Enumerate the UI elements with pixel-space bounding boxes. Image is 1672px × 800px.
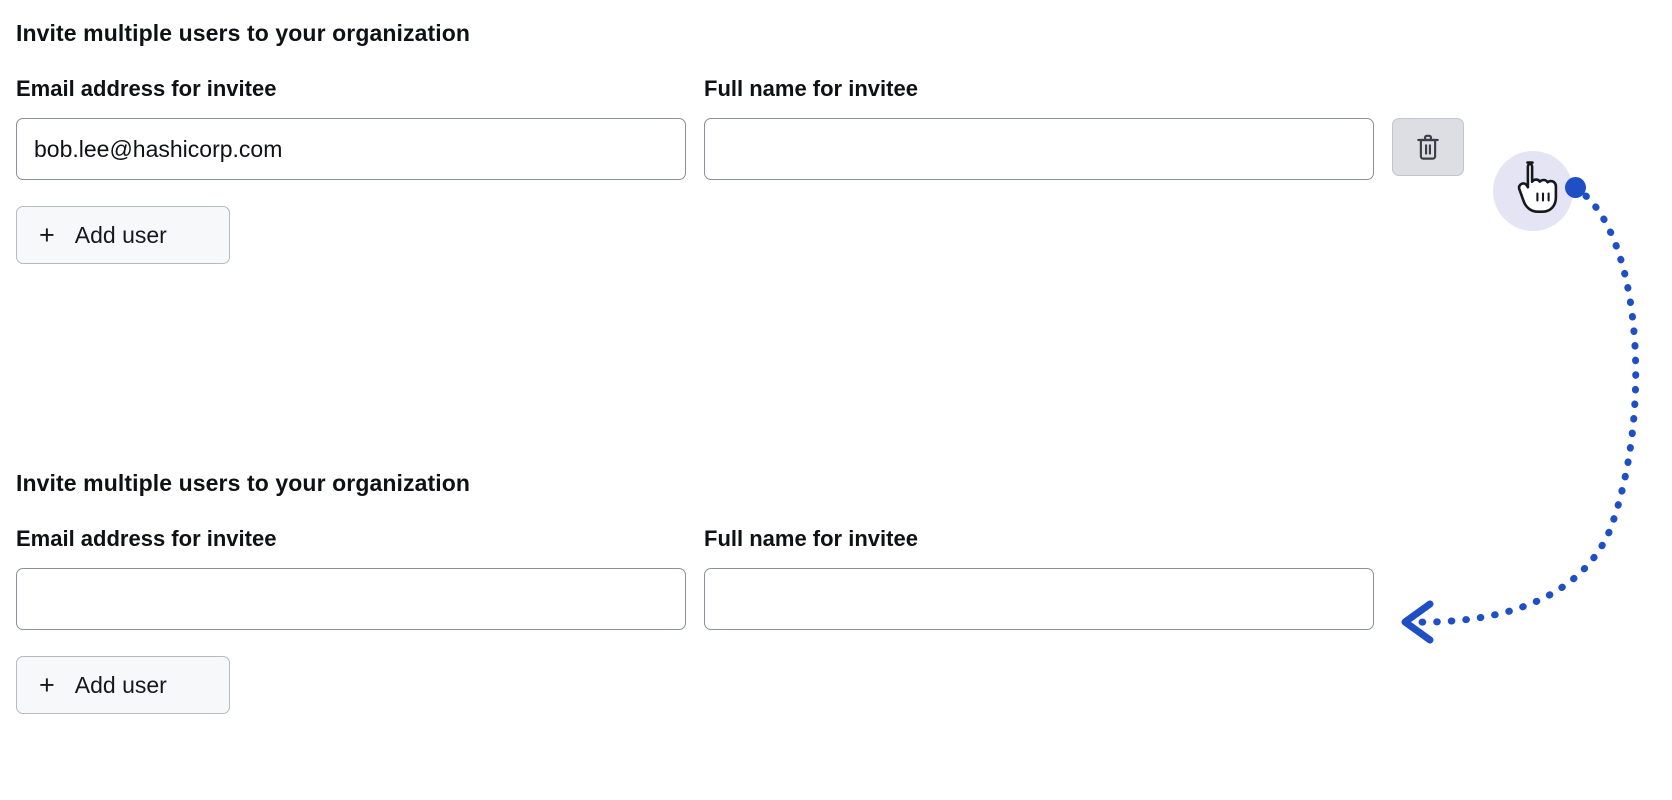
section-heading: Invite multiple users to your organizati…: [16, 20, 471, 46]
invite-section-1: Invite multiple users to your organizati…: [16, 18, 1464, 264]
fullname-input[interactable]: [704, 568, 1374, 630]
arrow-left-head: [1401, 600, 1434, 644]
add-user-button-label: Add user: [74, 221, 167, 248]
email-field-label: Email address for invitee: [16, 76, 277, 101]
invite-section-2: Invite multiple users to your organizati…: [16, 468, 1374, 714]
fullname-field-group: Full name for invitee: [704, 76, 1374, 180]
fields-row: Email address for invitee Full name for …: [16, 526, 1374, 630]
email-field-group: Email address for invitee: [16, 526, 686, 630]
pointer-hand-cursor-icon: [1515, 160, 1561, 221]
delete-invitee-button[interactable]: [1392, 118, 1464, 176]
fullname-field-label: Full name for invitee: [704, 76, 918, 101]
add-user-button[interactable]: + Add user: [16, 656, 230, 714]
cursor-halo: [1493, 151, 1573, 231]
fullname-input[interactable]: [704, 118, 1374, 180]
trash-icon: [1415, 133, 1441, 161]
fullname-field-group: Full name for invitee: [704, 526, 1374, 630]
add-user-button-label: Add user: [74, 671, 167, 698]
section-heading: Invite multiple users to your organizati…: [16, 470, 471, 496]
email-field-label: Email address for invitee: [16, 526, 277, 551]
email-input[interactable]: [16, 568, 686, 630]
email-input[interactable]: [16, 118, 686, 180]
add-user-button[interactable]: + Add user: [16, 206, 230, 264]
fullname-field-label: Full name for invitee: [704, 526, 918, 551]
email-field-group: Email address for invitee: [16, 76, 686, 180]
fields-row: Email address for invitee Full name for …: [16, 76, 1464, 180]
blue-dot-marker: [1565, 177, 1586, 198]
